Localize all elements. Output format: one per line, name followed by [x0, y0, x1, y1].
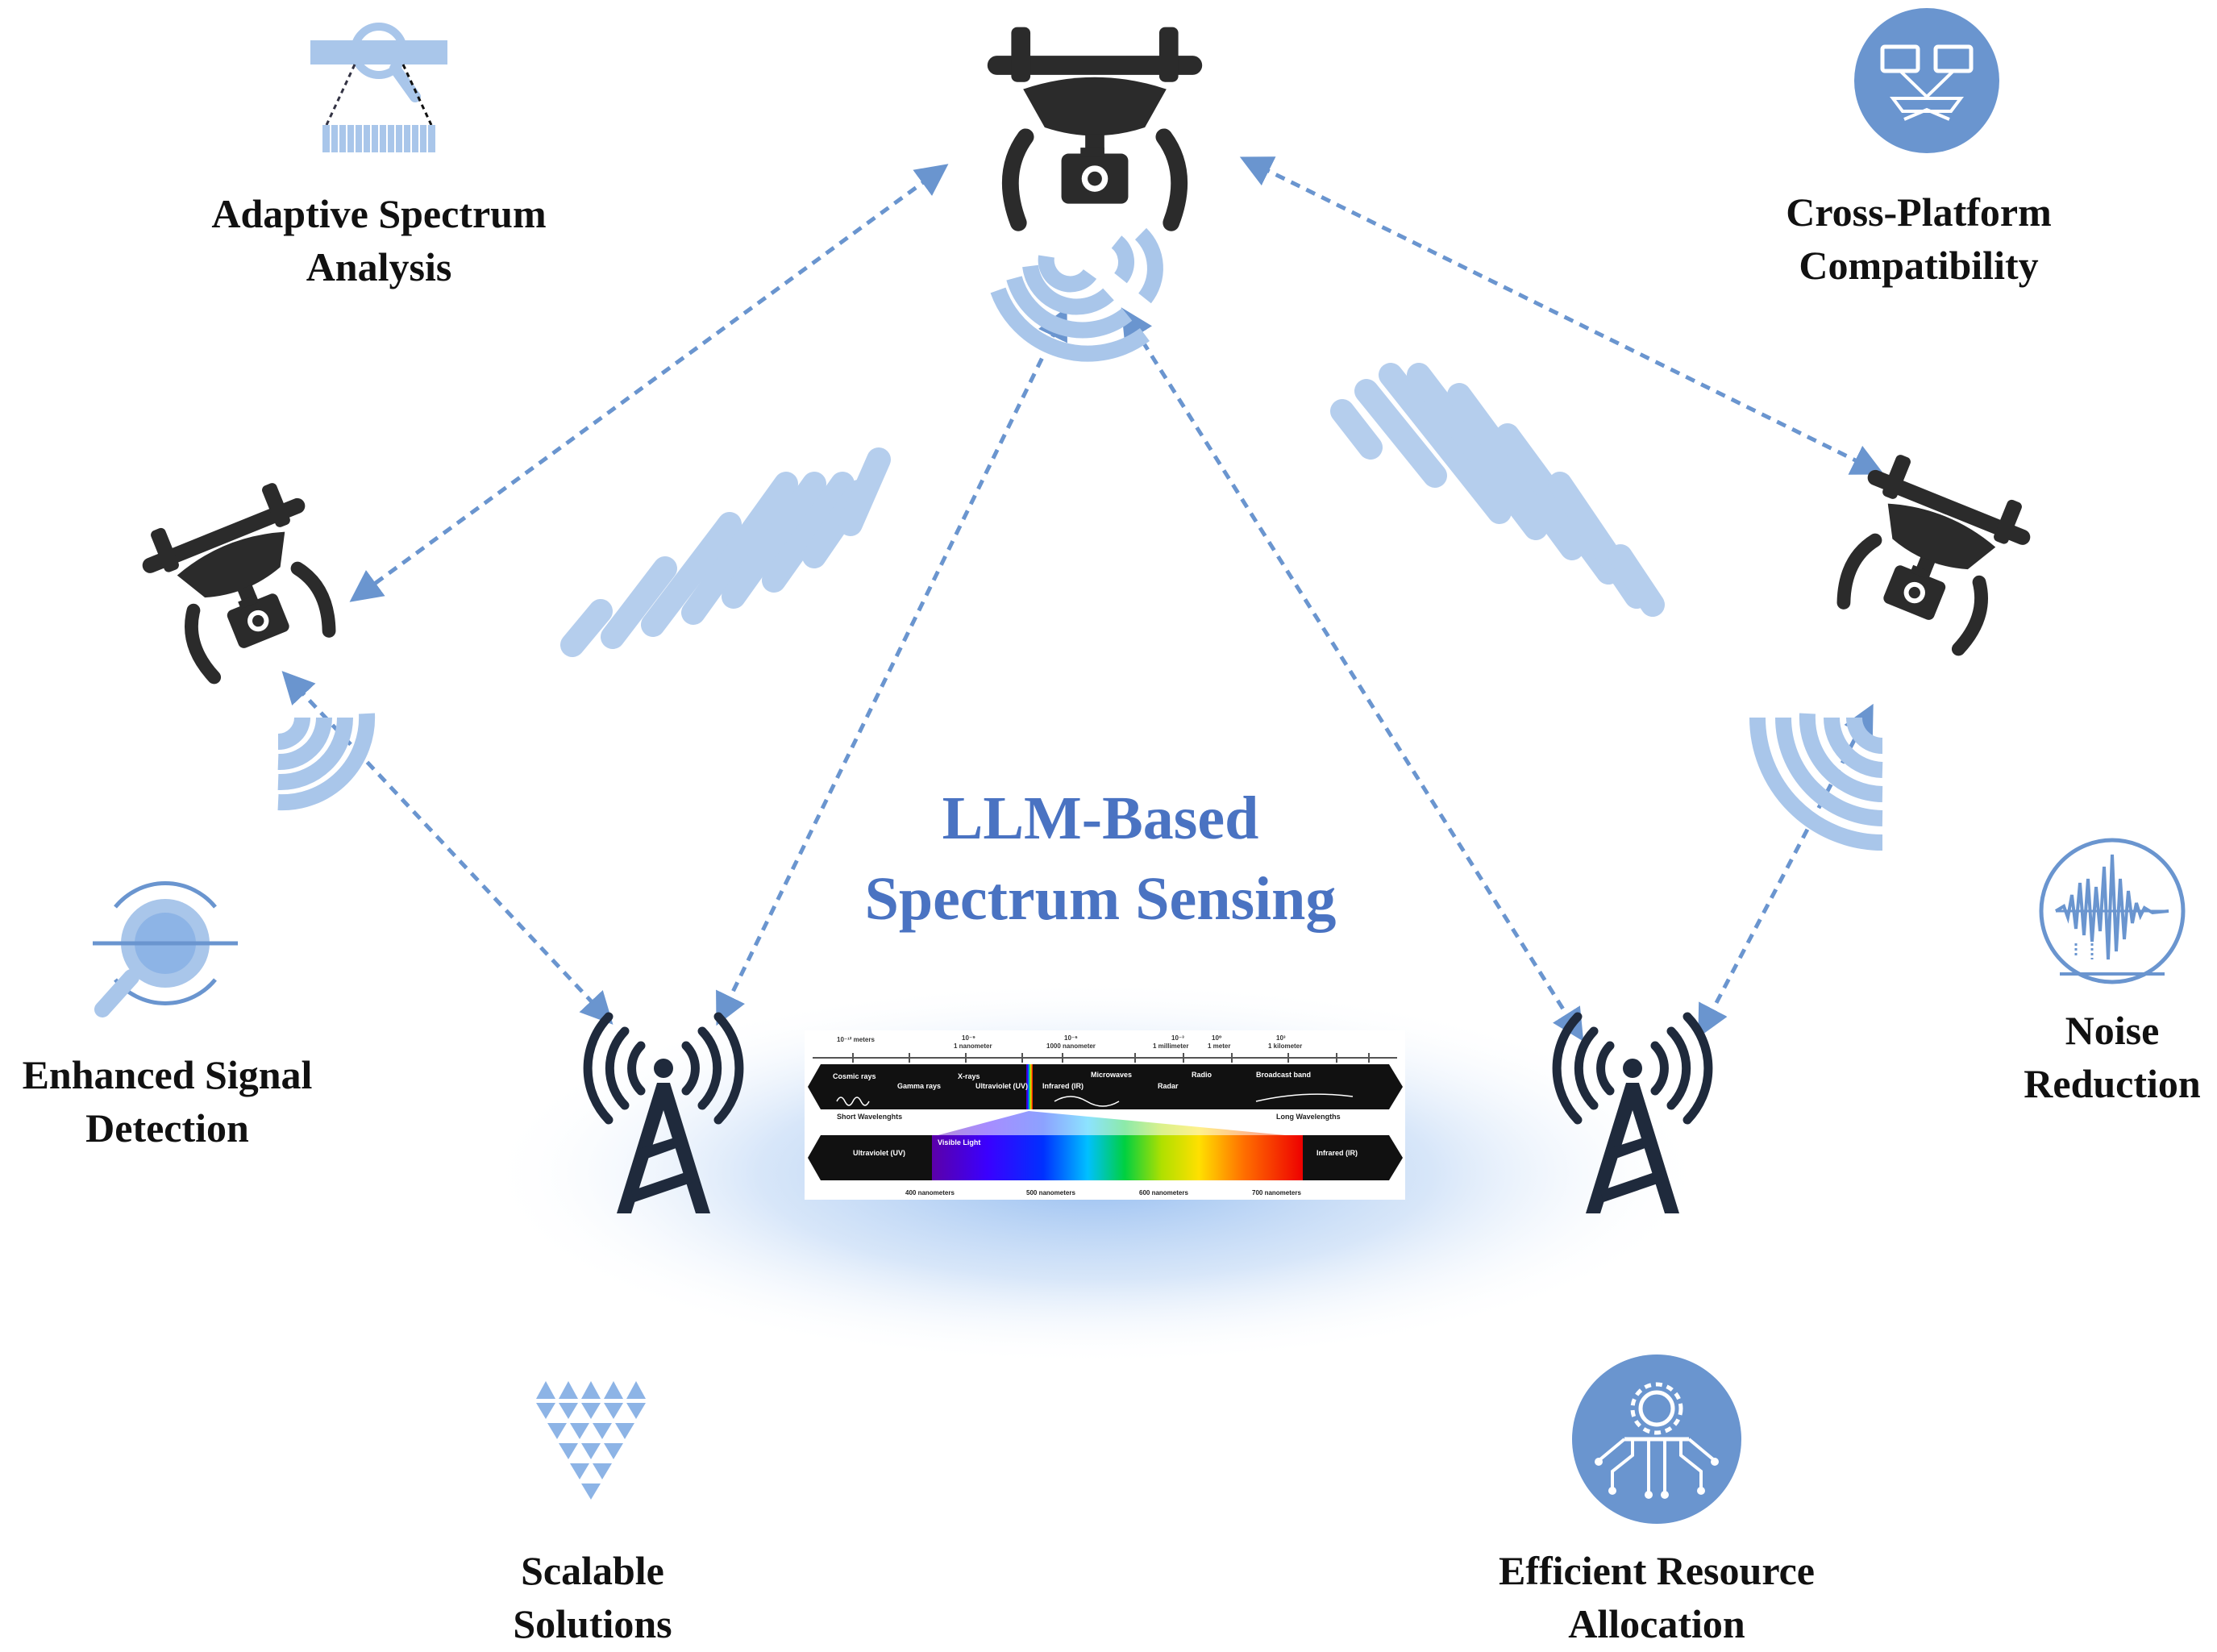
band-label: Ultraviolet (UV): [975, 1082, 1028, 1090]
feature-label: Allocation: [1568, 1601, 1745, 1646]
connection-arrows: [281, 156, 1885, 1042]
lower-uv-label: Ultraviolet (UV): [853, 1149, 905, 1157]
arrow-topdrone-leftdrone: [349, 164, 949, 602]
scale-label: 10⁻³: [1171, 1034, 1184, 1042]
scale-label: 1 nanometer: [954, 1042, 992, 1050]
feature-efficient-resource: Efficient Resource Allocation: [1407, 1544, 1907, 1650]
band-label: Infrared (IR): [1042, 1082, 1084, 1090]
lower-ir-label: Infrared (IR): [1316, 1149, 1358, 1157]
scale-label: 10⁻¹² meters: [837, 1036, 875, 1043]
feature-enhanced-signal: Enhanced Signal Detection: [0, 1048, 335, 1155]
signal-waves-icon-left: [277, 713, 376, 811]
feature-label: Scalable: [521, 1548, 664, 1593]
main-title-line1: LLM-Based: [942, 784, 1259, 852]
drone-icon-top: [988, 27, 1202, 223]
arrow-leftdrone-lefttower: [281, 671, 614, 1025]
band-label: X-rays: [958, 1072, 980, 1080]
signal-waves-icon-right: [1749, 713, 1883, 851]
chip-gear-icon: [1572, 1354, 1741, 1524]
scale-label: 1 kilometer: [1268, 1042, 1302, 1050]
scale-label: 1 millimeter: [1153, 1042, 1188, 1050]
feature-label: Noise: [2065, 1008, 2160, 1053]
main-title-line2: Spectrum Sensing: [864, 865, 1337, 933]
feature-noise-reduction: Noise Reduction: [1983, 1004, 2217, 1110]
short-wavelength-label: Short Wavelenghts: [837, 1113, 902, 1121]
signal-stripes-right: [1330, 363, 1665, 617]
main-title: LLM-Based Spectrum Sensing: [726, 778, 1475, 939]
band-label: Gamma rays: [897, 1082, 941, 1090]
waveform-icon: [2039, 838, 2186, 984]
feature-label: Analysis: [306, 244, 452, 289]
drone-icon-right: [1820, 446, 2041, 658]
feature-label: Cross-Platform: [1786, 189, 2052, 235]
scale-label: 1 meter: [1208, 1042, 1230, 1050]
feature-label: Reduction: [2024, 1061, 2201, 1106]
monitor-network-icon: [1854, 8, 1999, 153]
feature-label: Compatibility: [1799, 243, 2039, 288]
feature-label: Adaptive Spectrum: [211, 191, 547, 236]
scale-label: 10⁻⁹: [962, 1034, 975, 1042]
nm-tick-label: 700 nanometers: [1252, 1189, 1301, 1196]
feature-label: Enhanced Signal: [22, 1052, 313, 1097]
scale-label: 10³: [1276, 1034, 1286, 1042]
nm-tick-label: 500 nanometers: [1026, 1189, 1075, 1196]
band-label: Radar: [1158, 1082, 1179, 1090]
visible-light-label: Visible Light: [938, 1138, 980, 1146]
drone-icon-left: [131, 474, 352, 686]
target-scan-icon: [93, 881, 238, 1017]
arrow-topdrone-lefttower: [716, 306, 1067, 1026]
arrow-topdrone-righttower: [1121, 307, 1584, 1042]
band-label: Cosmic rays: [833, 1072, 876, 1080]
band-label: Microwaves: [1091, 1071, 1132, 1079]
spectrum-image: 10⁻¹² meters 10⁻⁹ 1 nanometer 10⁻⁶ 1000 …: [805, 1030, 1405, 1200]
signal-waves-icon-top: [990, 227, 1163, 362]
scale-label: 1000 nanometer: [1046, 1042, 1096, 1050]
long-wavelength-label: Long Wavelengths: [1276, 1113, 1341, 1121]
triangle-grid-icon: [536, 1381, 646, 1500]
feature-scalable-solutions: Scalable Solutions: [431, 1544, 754, 1650]
feature-label: Solutions: [513, 1601, 672, 1646]
scale-label: 10⁻⁶: [1064, 1034, 1078, 1042]
band-label: Radio: [1192, 1071, 1212, 1079]
band-label: Broadcast band: [1256, 1071, 1311, 1079]
scale-label: 10⁰: [1212, 1034, 1222, 1042]
signal-stripes-left: [560, 447, 891, 657]
feature-label: Detection: [85, 1105, 249, 1151]
feature-cross-platform: Cross-Platform Compatibility: [1677, 185, 2161, 292]
nm-tick-label: 400 nanometers: [905, 1189, 955, 1196]
nm-tick-label: 600 nanometers: [1139, 1189, 1188, 1196]
magnifier-icon: [310, 23, 447, 152]
feature-label: Efficient Resource: [1498, 1548, 1816, 1593]
feature-adaptive-spectrum: Adaptive Spectrum Analysis: [137, 187, 621, 293]
